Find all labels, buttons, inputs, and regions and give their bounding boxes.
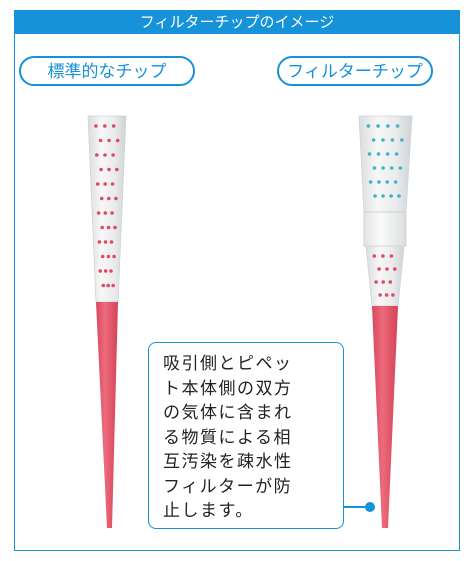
- particle-dot: [374, 280, 378, 284]
- standard-tip-label: 標準的なチップ: [19, 56, 195, 86]
- particle-dot: [103, 182, 107, 186]
- particle-dot: [397, 194, 401, 198]
- particle-dot: [388, 280, 393, 284]
- particle-dot: [115, 167, 119, 172]
- particle-dot: [381, 194, 385, 198]
- contaminant-dots-filter: [366, 124, 404, 297]
- callout-pointer-dot: [365, 502, 375, 512]
- particle-dot: [107, 167, 111, 172]
- particle-dot: [115, 138, 120, 143]
- particle-dot: [97, 240, 102, 244]
- particle-dot: [99, 167, 103, 172]
- filter-plug: [363, 211, 407, 247]
- particle-dot: [111, 153, 115, 157]
- particle-dot: [103, 269, 108, 273]
- particle-dot: [393, 267, 397, 271]
- particle-dot: [385, 180, 390, 184]
- particle-dot: [377, 180, 381, 184]
- particle-dot: [371, 138, 376, 142]
- filter-tip: [358, 115, 413, 528]
- particle-dot: [111, 283, 115, 288]
- particle-dot: [367, 152, 372, 156]
- particle-dot: [96, 211, 101, 215]
- particle-dot: [391, 293, 395, 297]
- particle-dot: [398, 166, 403, 170]
- callout-line: フィルターが防: [163, 476, 293, 497]
- particle-dot: [98, 269, 103, 273]
- particle-dot: [106, 283, 110, 288]
- particle-dot: [394, 152, 399, 156]
- particle-dot: [107, 196, 111, 201]
- particle-dot: [389, 166, 394, 170]
- particle-dot: [395, 124, 400, 128]
- callout-line: る物質による相: [163, 427, 292, 448]
- particle-dot: [390, 138, 395, 142]
- particle-dot: [101, 283, 106, 288]
- particle-dot: [94, 124, 98, 128]
- particle-dot: [109, 269, 113, 273]
- callout-line: 互汚染を疎水性: [163, 452, 293, 472]
- particle-dot: [389, 194, 393, 198]
- callout-line: ト本体側の双方: [163, 378, 293, 399]
- particle-dot: [384, 293, 389, 297]
- particle-dot: [385, 152, 390, 156]
- standard-tip: [87, 115, 127, 528]
- particle-dot: [372, 166, 377, 170]
- particle-dot: [110, 211, 114, 215]
- particle-dot: [386, 124, 390, 128]
- particle-dot: [98, 138, 103, 143]
- particle-dot: [368, 180, 373, 184]
- particle-dot: [378, 293, 383, 297]
- particle-dot: [107, 138, 111, 143]
- particle-dot: [372, 254, 377, 258]
- particle-dot: [385, 267, 389, 271]
- particle-dot: [103, 124, 107, 128]
- particle-dot: [112, 254, 116, 259]
- particle-dot: [99, 196, 104, 201]
- particle-dot: [373, 194, 377, 198]
- particle-dot: [381, 138, 385, 142]
- particle-dot: [377, 267, 381, 271]
- diagram-title: フィルターチップのイメージ: [15, 10, 459, 34]
- particle-dot: [95, 182, 100, 186]
- particle-dot: [366, 124, 371, 128]
- particle-dot: [381, 254, 385, 258]
- particle-dot: [376, 152, 381, 156]
- particle-dot: [381, 280, 386, 284]
- particle-dot: [95, 153, 99, 157]
- particle-dot: [106, 254, 111, 259]
- callout-line: 吸引側とピペッ: [163, 354, 293, 374]
- particle-dot: [110, 182, 115, 186]
- filter-tip-label: フィルターチップ: [277, 56, 433, 86]
- particle-dot: [109, 240, 114, 244]
- contaminant-dots-standard: [94, 124, 120, 288]
- callout-line: 止します。: [163, 501, 254, 521]
- particle-dot: [103, 240, 108, 244]
- callout-line: の気体に含まれ: [163, 403, 293, 423]
- particle-dot: [103, 153, 107, 157]
- particle-dot: [106, 225, 111, 230]
- particle-dot: [100, 254, 105, 259]
- particle-dot: [103, 211, 108, 215]
- particle-dot: [111, 124, 116, 128]
- explanation-callout: 吸引側とピペッ ト本体側の双方 の気体に含まれ る物質による相 互汚染を疎水性 …: [148, 342, 344, 529]
- particle-dot: [376, 124, 380, 128]
- particle-dot: [389, 254, 394, 258]
- particle-dot: [113, 225, 117, 230]
- particle-dot: [393, 180, 398, 184]
- particle-dot: [114, 196, 118, 201]
- particle-dot: [400, 138, 404, 142]
- particle-dot: [381, 166, 385, 170]
- particle-dot: [100, 225, 104, 230]
